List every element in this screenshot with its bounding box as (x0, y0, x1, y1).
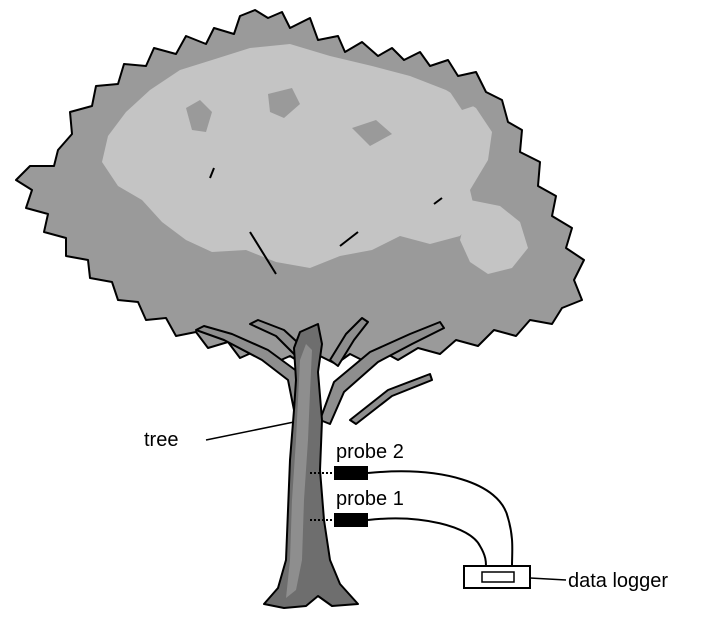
probe-1-label: probe 1 (336, 488, 404, 510)
tree-label: tree (144, 429, 178, 451)
probe-2-label: probe 2 (336, 441, 404, 463)
tree-canopy (15, 9, 585, 367)
canopy-highlight-right (460, 200, 528, 274)
data-logger-leader-line (529, 577, 567, 581)
probe-2-cable (367, 470, 514, 567)
branch-right-3 (349, 373, 433, 425)
probe-1 (334, 513, 368, 527)
canopy-twig-2 (339, 231, 359, 247)
data-logger-label: data logger (568, 570, 668, 592)
canopy-shade-1 (186, 100, 212, 132)
branch-right (319, 321, 445, 425)
branch-right-2 (329, 317, 369, 367)
canopy-shade-4 (450, 86, 480, 110)
tree-branches (195, 317, 445, 425)
probe-2 (334, 466, 368, 480)
canopy-twig-1 (249, 231, 277, 275)
canopy-shade-3 (352, 120, 392, 146)
tree-trunk (263, 323, 359, 609)
tree-leader-line (205, 421, 295, 441)
trunk-highlight (286, 344, 312, 598)
probe-1-cable (367, 517, 487, 567)
canopy-highlight (102, 44, 492, 268)
canopy-twig-4 (433, 197, 443, 205)
data-logger-screen (481, 571, 515, 583)
canopy-twig-3 (209, 167, 215, 179)
trunk-body (263, 323, 359, 609)
data-logger (463, 565, 531, 589)
canopy-shade-2 (268, 88, 300, 118)
